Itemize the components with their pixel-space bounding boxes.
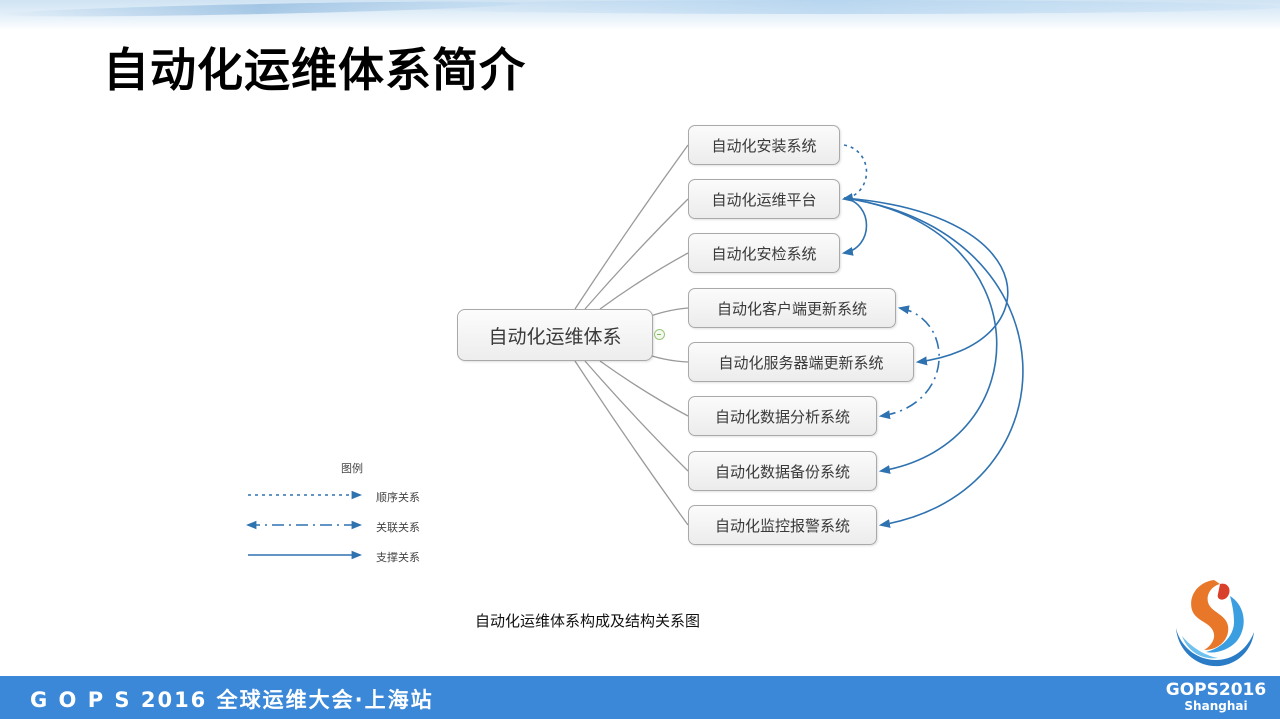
header-decoration — [0, 0, 1280, 30]
node-client-update[interactable]: 自动化客户端更新系统 — [688, 288, 896, 328]
legend-label-support: 支撑关系 — [376, 551, 420, 564]
branch-line-data-analysis — [599, 360, 689, 417]
relation-support-ops-platform-to-security-check — [841, 197, 868, 256]
gops-logo-icon — [1176, 580, 1254, 667]
page-title: 自动化运维体系简介 — [103, 43, 526, 97]
diagram-caption: 自动化运维体系构成及结构关系图 — [475, 612, 701, 630]
node-server-update[interactable]: 自动化服务器端更新系统 — [688, 342, 914, 382]
footer-bar — [0, 676, 1280, 719]
branch-line-security-check — [599, 252, 689, 310]
legend-title: 图例 — [341, 462, 363, 475]
relation-sequence-install-to-ops-platform — [841, 144, 868, 202]
relation-support-ops-platform-to-server-update — [843, 197, 1009, 366]
relation-association-client-update-to-data-analysis — [878, 305, 940, 420]
brand-city: Shanghai — [1184, 699, 1248, 713]
branch-line-install — [574, 144, 689, 310]
node-security-check[interactable]: 自动化安检系统 — [688, 233, 840, 273]
relation-support-ops-platform-to-data-backup — [843, 197, 998, 474]
relation-support-ops-platform-to-monitor-alarm — [843, 197, 1024, 528]
node-data-analysis[interactable]: 自动化数据分析系统 — [688, 396, 877, 436]
node-data-backup[interactable]: 自动化数据备份系统 — [688, 451, 877, 491]
legend-label-sequence: 顺序关系 — [376, 491, 420, 504]
node-install[interactable]: 自动化安装系统 — [688, 125, 840, 165]
branch-line-monitor-alarm — [574, 360, 689, 526]
footer-event-text: G O P S 2016 全球运维大会·上海站 — [30, 688, 434, 712]
node-ops-platform[interactable]: 自动化运维平台 — [688, 179, 840, 219]
footer-brand: GOPS2016 Shanghai — [1162, 681, 1270, 713]
collapse-toggle-icon[interactable] — [654, 329, 665, 340]
branch-line-ops-platform — [584, 198, 689, 310]
root-node[interactable]: 自动化运维体系 — [457, 309, 653, 361]
branch-line-data-backup — [584, 360, 689, 472]
brand-name: GOPS2016 — [1165, 680, 1267, 700]
legend-label-association: 关联关系 — [376, 521, 420, 534]
node-monitor-alarm[interactable]: 自动化监控报警系统 — [688, 505, 877, 545]
